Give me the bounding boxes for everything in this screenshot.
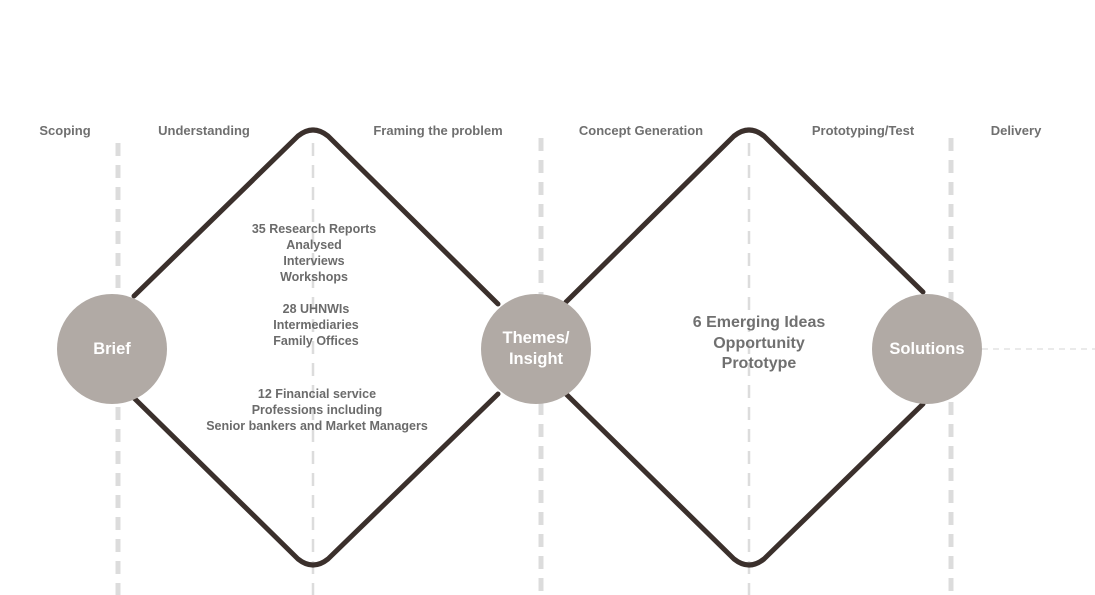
research-note-professionals: 12 Financial service Professions includi… [206,386,428,434]
note-line: Interviews [283,254,345,268]
diamond-ideation [563,127,926,568]
research-note-reports: 35 Research Reports Analysed Interviews … [252,221,376,285]
node-themes-insight: Themes/ Insight [481,294,591,404]
note-line: Intermediaries [273,318,359,332]
note-line: 28 UHNWIs [282,302,350,316]
ideas-note: 6 Emerging Ideas Opportunity Prototype [693,313,826,375]
node-solutions-label: Solutions [889,339,965,358]
node-solutions: Solutions [872,294,982,404]
phase-label-scoping: Scoping [39,123,91,138]
research-note-uhnwis: 28 UHNWIs Intermediaries Family Offices [273,301,358,349]
note-line: Workshops [280,270,348,284]
phase-label-framing: Framing the problem [373,123,503,138]
node-brief: Brief [57,294,167,404]
phase-label-understanding: Understanding [158,123,250,138]
note-line: 35 Research Reports [251,222,377,236]
note-line: Professions including [251,403,383,417]
node-brief-label: Brief [93,339,131,358]
note-line: 12 Financial service [257,387,377,401]
diamond-research [131,127,501,568]
ideas-line: Prototype [721,355,797,372]
ideas-line: Opportunity [713,334,805,352]
note-line: Analysed [286,238,342,252]
phase-label-prototyping: Prototyping/Test [811,123,915,138]
node-themes-label-line1: Themes/ [502,329,570,347]
node-themes-label-line2: Insight [508,350,564,368]
phase-label-concept: Concept Generation [578,123,704,138]
phase-label-delivery: Delivery [990,123,1042,138]
note-line: Family Offices [273,334,359,348]
note-line: Senior bankers and Market Managers [206,419,428,433]
ideas-line: 6 Emerging Ideas [692,314,826,331]
